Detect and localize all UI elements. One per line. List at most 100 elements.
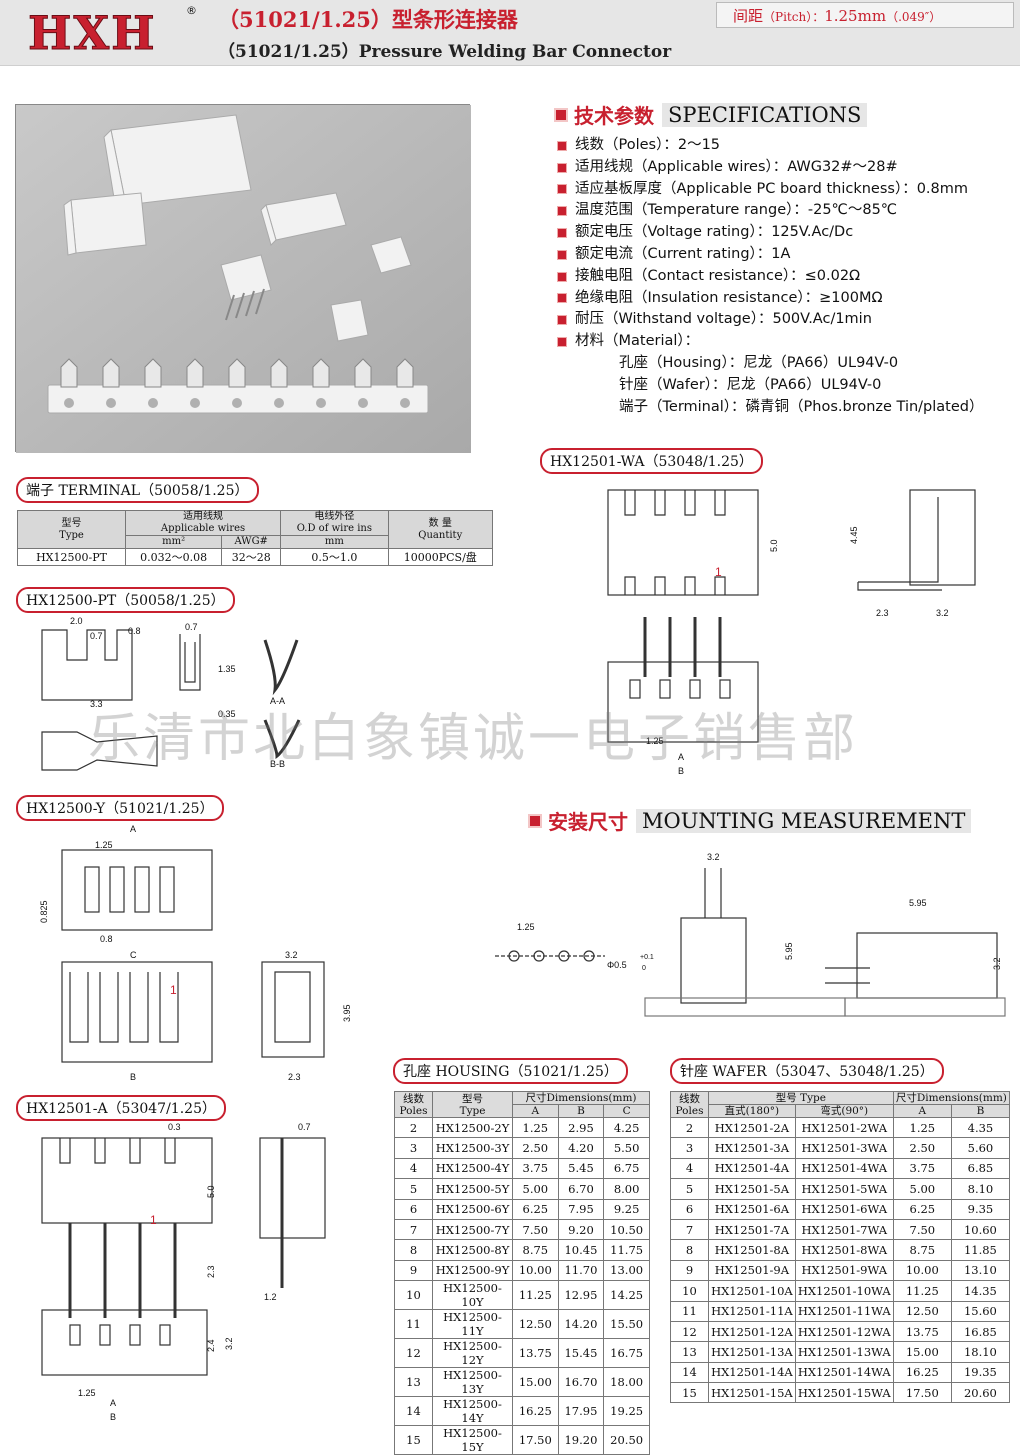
table-cell: 10.00: [512, 1259, 559, 1282]
mounting-heading: 安装尺寸 MOUNTING MEASUREMENT: [528, 806, 972, 835]
table-cell: 14.25: [603, 1280, 650, 1311]
dim-label: 5.95: [909, 898, 927, 908]
dim-label: 2.4: [206, 1339, 216, 1352]
table-cell: 3: [670, 1137, 709, 1159]
dim-label: 0.7: [185, 622, 198, 632]
dim-label: 2.3: [288, 1072, 301, 1082]
pin1-mark: 1: [170, 983, 177, 997]
brand-logo: HXH: [28, 6, 157, 61]
table-cell: 8: [670, 1239, 709, 1261]
th-b: B: [557, 1104, 605, 1118]
table-cell: HX12500-11Y: [432, 1309, 513, 1340]
dim-label: 3.3: [90, 699, 103, 709]
table-cell: 5.00: [512, 1178, 559, 1200]
table-cell: 19.25: [603, 1396, 650, 1427]
table-cell: HX12501-14A: [708, 1361, 796, 1384]
bullet-icon: [557, 206, 567, 217]
table-cell: HX12500-10Y: [432, 1280, 513, 1311]
spec-text: 适应基板厚度（Applicable PC board thickness）：0.…: [575, 180, 969, 197]
table-cell: 11.85: [950, 1239, 1011, 1261]
table-cell: HX12500-7Y: [432, 1218, 513, 1241]
specs-title-cn: 技术参数: [574, 104, 654, 128]
dim-label: B-B: [270, 759, 285, 769]
table-cell: 12.50: [512, 1309, 559, 1340]
table-cell: 12.95: [557, 1280, 605, 1311]
table-cell: 15.60: [950, 1300, 1011, 1322]
table-cell: 13: [670, 1341, 709, 1363]
table-cell: HX12501-10A: [708, 1280, 796, 1302]
table-cell: HX12500-6Y: [432, 1198, 513, 1220]
specs-list: 线数（Poles）：2～15 适用线规（Applicable wires）：AW…: [557, 135, 1017, 418]
table-cell: 9.25: [603, 1198, 650, 1220]
wa-label: HX12501-WA（53048/1.25）: [540, 448, 763, 474]
table-cell: 17.50: [512, 1425, 559, 1455]
bullet-icon: [557, 184, 567, 195]
table-cell: 4: [394, 1157, 433, 1180]
table-cell: 18.10: [950, 1341, 1011, 1363]
dim-label: 2.3: [876, 608, 889, 618]
dim-label: 5.95: [784, 942, 794, 960]
table-cell: 11: [394, 1309, 433, 1340]
table-cell: 15: [394, 1425, 433, 1455]
table-cell: 13.75: [892, 1320, 952, 1343]
mounting-title-en: MOUNTING MEASUREMENT: [636, 808, 972, 833]
table-cell: 10.45: [557, 1239, 605, 1261]
table-cell: 6: [670, 1198, 709, 1220]
table-cell: 8: [394, 1239, 433, 1261]
table-cell: 13.10: [950, 1259, 1011, 1282]
table-cell: 12.50: [892, 1300, 952, 1322]
table-cell: 6.25: [512, 1198, 559, 1220]
spec-text: 额定电流（Current rating）：1A: [575, 245, 791, 262]
spec-text: 额定电压（Voltage rating）：125V.Ac/Dc: [575, 224, 854, 241]
th-a: A: [512, 1104, 559, 1118]
table-cell: HX12500-2Y: [432, 1116, 513, 1139]
table-cell: HX12501-12WA: [794, 1320, 894, 1343]
table-cell: 20.60: [950, 1382, 1011, 1404]
dim-label: 3.2: [707, 852, 720, 862]
dim-label: B: [110, 1412, 116, 1422]
dim-label: 5.0: [769, 539, 779, 552]
table-cell: 15.00: [892, 1341, 952, 1363]
table-cell: HX12500-8Y: [432, 1239, 513, 1261]
table-cell: 32～28: [221, 548, 282, 566]
table-cell: 13.75: [512, 1338, 559, 1369]
th-dims: 尺寸Dimensions(mm): [892, 1091, 1011, 1105]
mounting-drawing: 3.2 1.25 Φ0.5 +0.1 0 5.95 5.95 3.2: [495, 852, 1006, 1017]
table-cell: HX12501-3WA: [794, 1137, 894, 1159]
table-cell: 15.50: [603, 1309, 650, 1340]
spec-item: 绝缘电阻（Insulation resistance）：≥100MΩ: [557, 288, 1017, 310]
title-chinese: （51021/1.25）型条形连接器: [218, 7, 518, 32]
table-cell: HX12501-6A: [708, 1198, 796, 1220]
table-cell: 8.10: [950, 1178, 1011, 1200]
table-cell: 14.20: [557, 1309, 605, 1340]
specs-heading: 技术参数 SPECIFICATIONS: [554, 100, 868, 129]
table-cell: 5.60: [950, 1137, 1011, 1159]
spec-item: 线数（Poles）：2～15: [557, 135, 1017, 157]
table-cell: 7.50: [512, 1218, 559, 1241]
y-label: HX12500-Y（51021/1.25）: [16, 795, 224, 821]
spec-text: 适用线规（Applicable wires）：AWG32#～28#: [575, 158, 898, 175]
pt-label: HX12500-PT（50058/1.25）: [16, 587, 235, 613]
table-cell: 3.75: [512, 1157, 559, 1180]
table-cell: HX12501-4A: [708, 1157, 796, 1180]
dim-label: B: [130, 1072, 136, 1082]
pt-terminal-drawing: 2.0 0.7 0.8 3.3 0.7 1.35 0.35 A-A B-B: [41, 616, 301, 771]
table-cell: 2.50: [892, 1137, 952, 1159]
table-cell: 7.50: [892, 1218, 952, 1241]
